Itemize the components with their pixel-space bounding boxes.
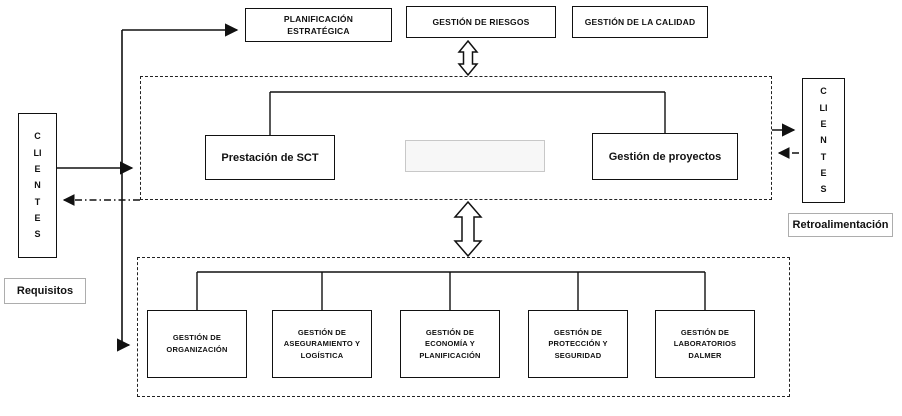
- box-gestion-aseguramiento-logistica: GESTIÓN DE ASEGURAMIENTO Y LOGÍSTICA: [272, 310, 372, 378]
- double-arrow-core-support: [453, 200, 483, 258]
- requisitos-label: Requisitos: [4, 278, 86, 304]
- retroalimentacion-label: Retroalimentación: [788, 213, 893, 237]
- box-gestion-proyectos: Gestión de proyectos: [592, 133, 738, 180]
- box-label: GESTIÓN DE ECONOMÍA Y PLANIFICACIÓN: [419, 327, 481, 360]
- core-inner-connector: [269, 91, 666, 135]
- box-gestion-proteccion-seguridad: GESTIÓN DE PROTECCIÓN Y SEGURIDAD: [528, 310, 628, 378]
- box-label: GESTIÓN DE RIESGOS: [432, 16, 530, 27]
- box-label: Gestión de proyectos: [608, 150, 722, 163]
- double-arrow-risk-core: [457, 39, 479, 77]
- box-gestion-economia-planificacion: GESTIÓN DE ECONOMÍA Y PLANIFICACIÓN: [400, 310, 500, 378]
- support-processes-container: [137, 257, 790, 397]
- box-gestion-riesgos: GESTIÓN DE RIESGOS: [406, 6, 556, 38]
- box-label: GESTIÓN DE LA CALIDAD: [584, 16, 696, 27]
- box-label: GESTIÓN DE PROTECCIÓN Y SEGURIDAD: [548, 327, 608, 360]
- box-label: GESTIÓN DE ASEGURAMIENTO Y LOGÍSTICA: [283, 327, 361, 360]
- clients-right-box: CLIENTES: [802, 78, 845, 203]
- box-gestion-laboratorios-dalmer: GESTIÓN DE LABORATORIOS DALMER: [655, 310, 755, 378]
- box-planificacion-estrategica: PLANIFICACIÓN ESTRATÉGICA: [245, 8, 392, 42]
- clients-left-label: CLIENTES: [33, 131, 42, 240]
- clients-left-box: CLIENTES: [18, 113, 57, 258]
- box-gestion-calidad: GESTIÓN DE LA CALIDAD: [572, 6, 708, 38]
- support-inner-connector: [196, 271, 706, 310]
- box-label: GESTIÓN DE LABORATORIOS DALMER: [673, 327, 737, 360]
- clients-right-label: CLIENTES: [819, 86, 828, 195]
- box-prestacion-sct: Prestación de SCT: [205, 135, 335, 180]
- box-label: PLANIFICACIÓN ESTRATÉGICA: [283, 13, 354, 36]
- box-label: Prestación de SCT: [221, 151, 319, 164]
- core-processes-container: [140, 76, 772, 200]
- box-label: GESTIÓN DE ORGANIZACIÓN: [166, 333, 228, 354]
- box-gestion-organizacion: GESTIÓN DE ORGANIZACIÓN: [147, 310, 247, 378]
- placeholder-box: [405, 140, 545, 172]
